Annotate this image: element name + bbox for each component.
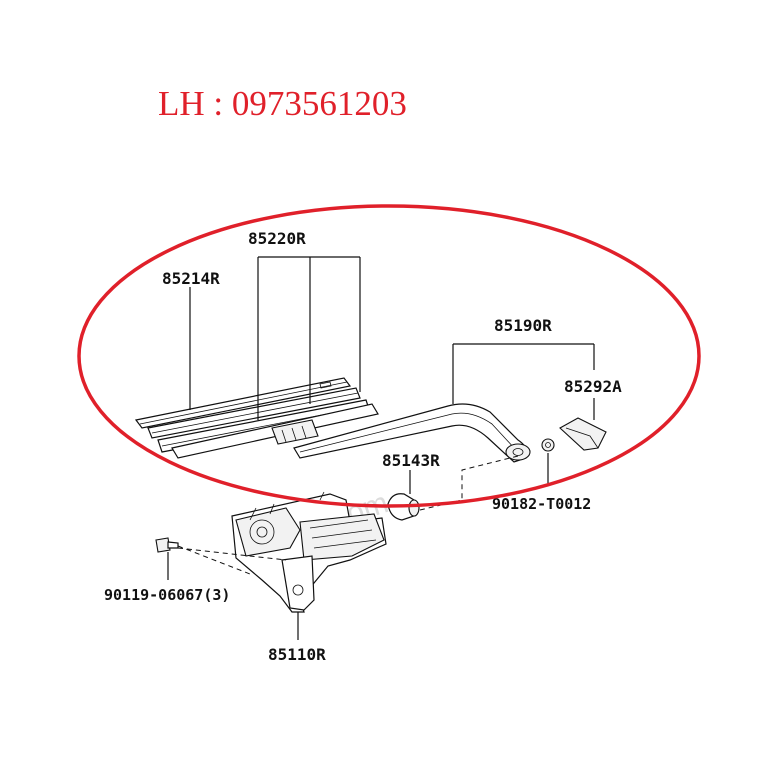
arm-nut-drawing bbox=[541, 438, 555, 452]
part-label-85143R: 85143R bbox=[382, 451, 440, 470]
part-label-85190R: 85190R bbox=[494, 316, 552, 335]
highlight-circle bbox=[77, 204, 701, 508]
part-label-90119-06067: 90119-06067(3) bbox=[104, 586, 230, 604]
part-label-85220R: 85220R bbox=[248, 229, 306, 248]
part-label-85292A: 85292A bbox=[564, 377, 622, 396]
contact-phone-label: LH : 0973561203 bbox=[158, 84, 407, 123]
wiper-blade-drawing bbox=[134, 377, 379, 459]
wiper-arm-drawing bbox=[293, 403, 531, 463]
alignment-line-bolt bbox=[177, 545, 287, 575]
arm-cover-drawing bbox=[559, 417, 607, 451]
part-label-85214R: 85214R bbox=[162, 269, 220, 288]
part-label-90182-T0012: 90182-T0012 bbox=[492, 495, 591, 513]
motor-bolt-drawing bbox=[155, 537, 179, 553]
leader-85220R bbox=[257, 256, 361, 420]
wiper-motor-drawing bbox=[231, 491, 387, 613]
part-label-85110R: 85110R bbox=[268, 645, 326, 664]
leader-85190R bbox=[452, 343, 595, 404]
